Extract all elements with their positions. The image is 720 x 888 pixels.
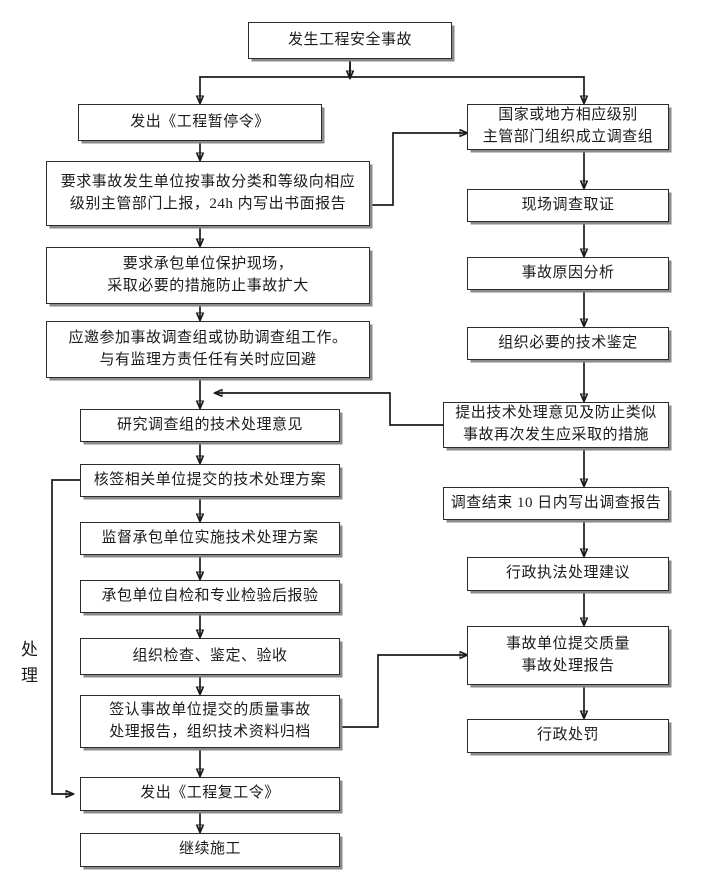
node-submit-quality-accident-report[interactable]: 事故单位提交质量 事故处理报告 — [467, 626, 669, 685]
node-label: 发出《工程复工令》 — [140, 785, 280, 802]
node-supervise-implementation[interactable]: 监督承包单位实施技术处理方案 — [80, 522, 340, 555]
node-label-line2: 级别主管部门上报，24h 内写出书面报告 — [69, 195, 347, 212]
wire-l10-to-r8 — [340, 655, 467, 728]
node-countersign-technical-plan[interactable]: 核签相关单位提交的技术处理方案 — [80, 464, 340, 497]
node-organize-inspection-acceptance[interactable]: 组织检查、鉴定、验收 — [80, 638, 340, 675]
node-label-line2: 处理报告，组织技术资料归档 — [109, 723, 311, 740]
node-administrative-penalty[interactable]: 行政处罚 — [467, 719, 669, 753]
node-label-line1: 要求承包单位保护现场， — [122, 255, 294, 272]
node-label-line2: 事故处理报告 — [521, 657, 615, 674]
node-issue-suspension-order[interactable]: 发出《工程暂停令》 — [78, 104, 322, 141]
node-study-technical-opinion[interactable]: 研究调查组的技术处理意见 — [80, 409, 340, 442]
node-label-line2: 主管部门组织成立调查组 — [482, 129, 654, 145]
node-accident-occurs[interactable]: 发生工程安全事故 — [248, 22, 452, 59]
node-label: 研究调查组的技术处理意见 — [116, 416, 303, 433]
node-label: 核签相关单位提交的技术处理方案 — [93, 471, 327, 488]
node-label-line1: 要求事故发生单位按事故分类和等级向相应 — [60, 173, 356, 190]
node-sign-quality-accident-report[interactable]: 签认事故单位提交的质量事故 处理报告，组织技术资料归档 — [80, 695, 340, 748]
side-label-char2: 理 — [21, 665, 39, 685]
node-technical-appraisal[interactable]: 组织必要的技术鉴定 — [467, 327, 669, 360]
node-accident-cause-analysis[interactable]: 事故原因分析 — [467, 257, 669, 290]
node-administrative-enforcement-advice[interactable]: 行政执法处理建议 — [467, 557, 669, 591]
node-site-investigation-evidence[interactable]: 现场调查取证 — [467, 189, 669, 222]
wire-l2-to-r1 — [370, 133, 467, 206]
node-label: 承包单位自检和专业检验后报验 — [101, 587, 319, 604]
wire-top-to-right — [350, 76, 584, 103]
node-label-line2: 与有监理方责任任有关时应回避 — [99, 351, 317, 368]
node-label: 发生工程安全事故 — [287, 31, 412, 48]
node-protect-scene[interactable]: 要求承包单位保护现场， 采取必要的措施防止事故扩大 — [46, 247, 370, 304]
node-label-line1: 应邀参加事故调查组或协助调查组工作。 — [68, 329, 348, 346]
wire-l6-to-l11-feedback — [51, 479, 80, 794]
node-label: 监督承包单位实施技术处理方案 — [101, 529, 319, 546]
side-label-handling: 处 理 — [18, 637, 42, 688]
node-label: 行政执法处理建议 — [505, 565, 630, 582]
node-label-line1: 事故单位提交质量 — [505, 635, 630, 652]
node-label-line2: 事故再次发生应采取的措施 — [462, 427, 649, 443]
node-label: 继续施工 — [178, 841, 241, 858]
node-issue-resumption-order[interactable]: 发出《工程复工令》 — [80, 777, 340, 811]
node-propose-preventive-measures[interactable]: 提出技术处理意见及防止类似 事故再次发生应采取的措施 — [443, 402, 669, 448]
node-label: 行政处罚 — [536, 727, 599, 744]
node-label-line1: 提出技术处理意见及防止类似 — [455, 405, 657, 422]
node-label-line1: 签认事故单位提交的质量事故 — [109, 701, 311, 718]
node-contractor-self-inspection[interactable]: 承包单位自检和专业检验后报验 — [80, 580, 340, 613]
node-establish-investigation-group[interactable]: 国家或地方相应级别 主管部门组织成立调查组 — [467, 104, 669, 150]
node-report-to-authority-24h[interactable]: 要求事故发生单位按事故分类和等级向相应 级别主管部门上报，24h 内写出书面报告 — [46, 161, 370, 226]
node-label: 组织必要的技术鉴定 — [498, 334, 638, 351]
side-label-char1: 处 — [21, 640, 39, 659]
node-label: 调查结束 10 日内写出调查报告 — [450, 494, 662, 511]
node-continue-construction[interactable]: 继续施工 — [80, 833, 340, 867]
node-label-line2: 采取必要的措施防止事故扩大 — [107, 277, 309, 294]
node-label: 组织检查、鉴定、验收 — [132, 647, 288, 664]
node-label: 发出《工程暂停令》 — [130, 113, 270, 130]
node-label-line1: 国家或地方相应级别 — [498, 107, 638, 124]
node-label: 现场调查取证 — [521, 196, 615, 213]
node-label: 事故原因分析 — [521, 264, 615, 281]
wire-top-to-left — [200, 76, 350, 103]
node-investigation-report-10-days[interactable]: 调查结束 10 日内写出调查报告 — [443, 487, 669, 520]
node-join-investigation-group[interactable]: 应邀参加事故调查组或协助调查组工作。 与有监理方责任任有关时应回避 — [46, 321, 370, 378]
